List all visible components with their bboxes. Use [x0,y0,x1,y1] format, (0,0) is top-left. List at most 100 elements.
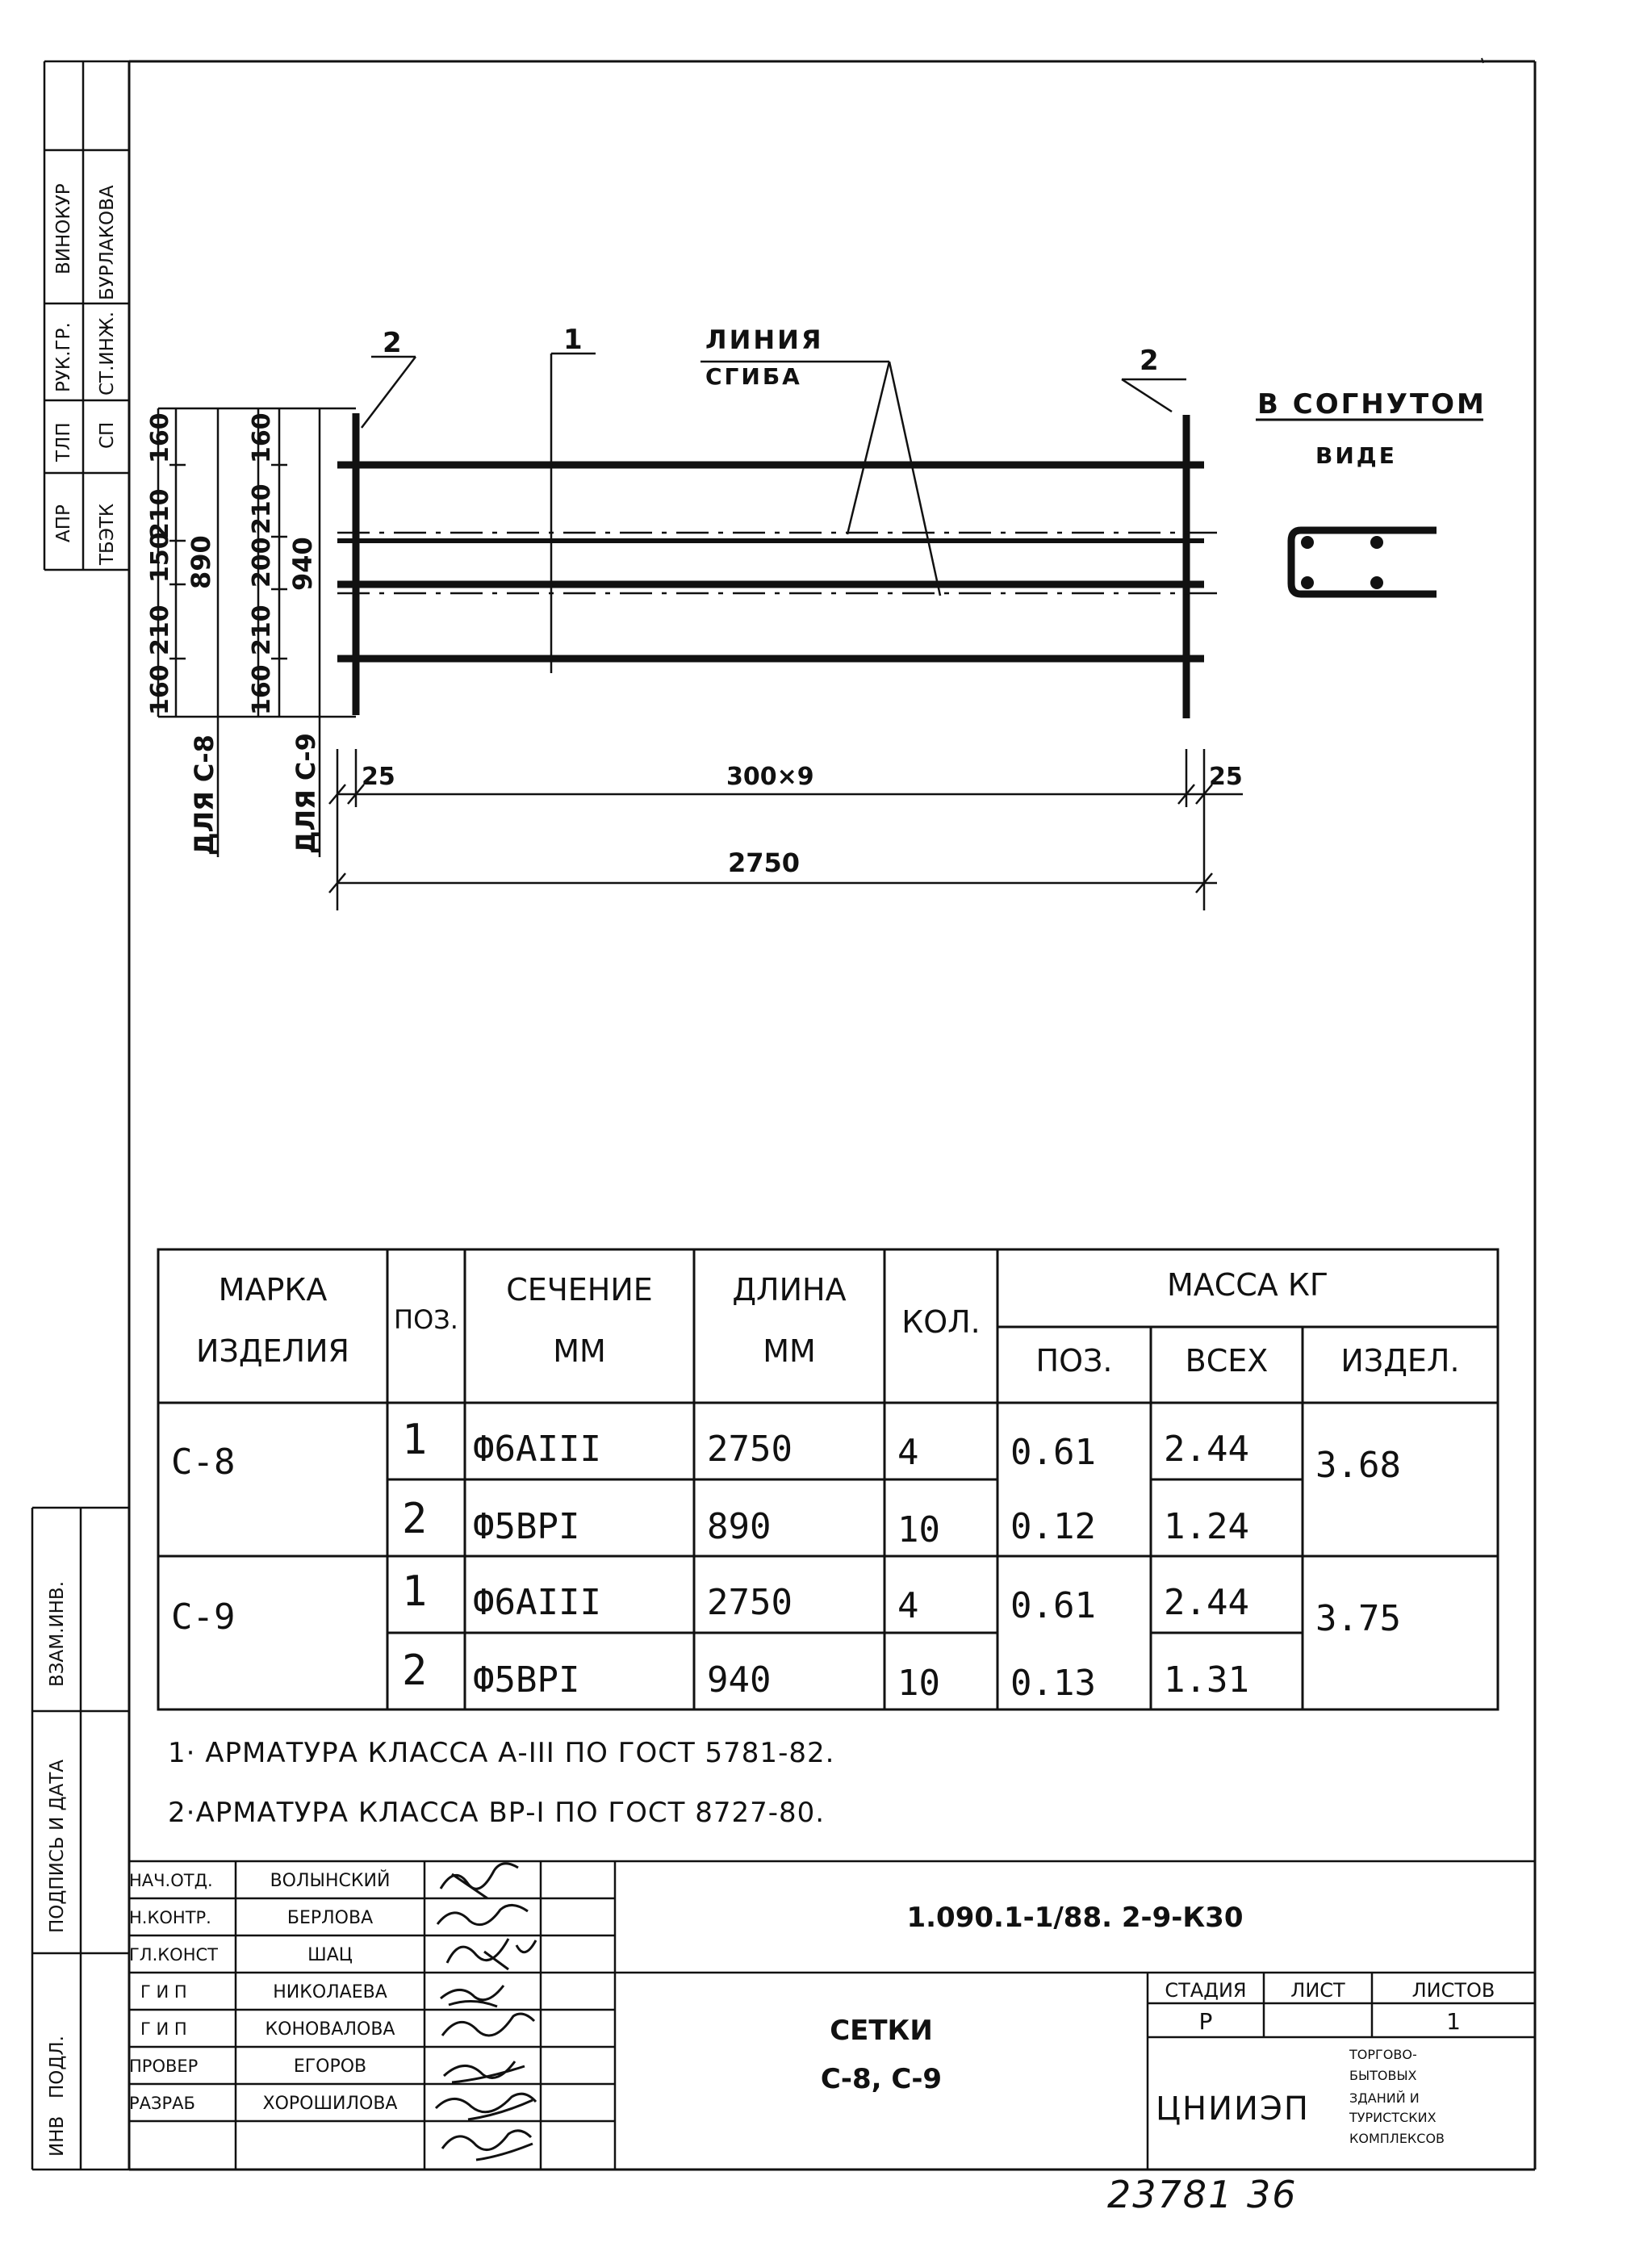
organization-name: ЦНИИЭП [1156,2090,1310,2128]
c8-row1-section: Ф6АIII [473,1429,601,1470]
organization-note-3: ЗДАНИЙ И [1349,2090,1420,2106]
sheet-frame [128,60,1537,2171]
stage-value: Р [1198,2008,1213,2035]
c8-row1-mass-all: 2.44 [1164,1429,1249,1470]
dim-c8-total: 890 [186,535,216,589]
stage-header: СТАДИЯ [1165,1979,1247,2002]
note-1: 1· АРМАТУРА КЛАССА А-III ПО ГОСТ 5781-82… [168,1737,835,1769]
c9-row2-qty: 10 [897,1663,940,1704]
label-for-c8: ДЛЯ С-8 [189,734,220,856]
c8-row1-length: 2750 [707,1429,792,1470]
signer-name-4: НИКОЛАЕВА [273,1982,387,2002]
header-length-line-2: ММ [763,1333,816,1369]
dim-c8-segment-2: 210 [146,488,174,539]
stamp-inv-label: ИНВ [47,2116,68,2157]
header-mark-line-2: ИЗДЕЛИЯ [196,1333,349,1369]
sheet-title-line-2: С-8, С-9 [820,2063,943,2095]
dim-bar-spacing: 300×9 [726,763,814,791]
position-2-right-callout: 2 [1140,345,1159,377]
stamp-burlakova-label: БУРЛАКОВА [97,185,118,300]
header-length-line-1: ДЛИНА [732,1272,847,1308]
c9-total-mass: 3.75 [1315,1598,1401,1639]
title-block-grid [129,1860,1535,2170]
side-stamp-top [43,60,129,571]
vertical-dimension-lines [157,407,356,857]
document-code: 1.090.1-1/88. 2-9-К30 [906,1902,1244,1934]
position-1-callout: 1 [563,324,583,356]
c9-row2-mass-all: 1.31 [1164,1659,1249,1701]
header-mass-all: ВСЕХ [1185,1343,1269,1379]
stamp-rukgr-label: РУК.ГР. [53,322,74,392]
c8-row2-length: 890 [707,1506,772,1547]
signer-role-4: Г И П [140,1982,187,2002]
handwritten-signatures [434,1862,537,2161]
header-pos: ПОЗ. [394,1304,458,1335]
label-for-c9: ДЛЯ С-9 [291,733,321,854]
header-mass-pos: ПОЗ. [1035,1343,1113,1379]
c9-row2-length: 940 [707,1659,772,1701]
frame-corner-tick [1481,57,1484,64]
stamp-tbetk-label: ТБЭТК [97,504,118,566]
header-section-line-1: СЕЧЕНИЕ [506,1272,653,1308]
mark-c8: С-8 [171,1442,236,1483]
signer-role-2: Н.КОНТР. [129,1908,211,1927]
dim-c8-segment-3: 150 [146,532,174,583]
c9-row1-section: Ф6АIII [473,1582,601,1623]
signer-name-7: ХОРОШИЛОВА [262,2094,398,2114]
organization-note-5: КОМПЛЕКСОВ [1349,2131,1445,2146]
dim-c8-segment-4: 210 [146,605,174,655]
signer-role-7: РАЗРАБ [129,2094,195,2113]
stamp-tlp-label: ТЛП [53,422,74,462]
dim-total-length: 2750 [728,847,800,878]
archive-number: 23781 36 [1107,2173,1298,2216]
c8-row2-mass-all: 1.24 [1164,1506,1249,1547]
mesh-elevation [337,352,1220,718]
dim-left-end: 25 [362,763,395,791]
header-qty: КОЛ. [901,1304,981,1340]
stamp-signature-date-label: ПОДПИСЬ И ДАТА [47,1760,68,1933]
dim-c9-segment-2: 210 [248,483,276,534]
c9-row1-mass-all: 2.44 [1164,1582,1249,1623]
dim-right-end: 25 [1209,763,1243,791]
horizontal-dimension-lines [328,749,1243,910]
stamp-apr-label: АПР [53,504,74,542]
c9-row2-section: Ф5ВРI [473,1659,580,1701]
dim-c8-segment-5: 160 [146,664,174,715]
c8-row2-section: Ф5ВРI [473,1506,580,1547]
c9-row1-mass-pos: 0.61 [1010,1585,1096,1626]
dim-c9-segment-4: 210 [248,605,276,655]
dim-c9-segment-3: 200 [248,537,276,588]
sheets-header: ЛИСТОВ [1411,1979,1495,2002]
sheets-count-value: 1 [1446,2008,1461,2035]
note-2: 2·АРМАТУРА КЛАССА ВР-I ПО ГОСТ 8727-80. [168,1797,826,1829]
c8-row2-qty: 10 [897,1509,940,1550]
sheet-title-line-1: СЕТКИ [830,2015,933,2047]
signer-name-5: КОНОВАЛОВА [265,2019,395,2040]
bent-view-bar-dots [1301,536,1383,589]
signer-name-1: ВОЛЫНСКИЙ [270,1871,391,1891]
c8-row2-mass-pos: 0.12 [1010,1506,1096,1547]
side-stamp-bottom [31,1506,129,2171]
c9-row1-pos: 1 [402,1567,428,1616]
stamp-vinokur-label: ВИНОКУР [53,183,74,274]
signer-role-6: ПРОВЕР [129,2057,199,2076]
spec-table-grid [157,1248,1499,1711]
stamp-vzaminv-label: ВЗАМ.ИНВ. [47,1581,68,1687]
c8-row1-mass-pos: 0.61 [1010,1432,1096,1473]
c9-row2-pos: 2 [402,1647,428,1695]
bend-line-label-2: СГИБА [705,363,802,390]
dim-c8-segment-1: 160 [146,412,174,463]
header-mass: МАССА КГ [1166,1267,1329,1303]
organization-note-2: БЫТОВЫХ [1349,2068,1417,2083]
bent-view-title-1: В СОГНУТОМ [1257,388,1487,421]
header-mark-line-1: МАРКА [218,1272,328,1308]
sheet-header: ЛИСТ [1290,1979,1345,2002]
signer-name-3: ШАЦ [307,1945,353,1965]
bent-view-title-2: ВИДЕ [1315,442,1397,469]
dim-c9-segment-1: 160 [248,412,276,463]
signer-role-5: Г И П [140,2019,187,2039]
c9-row2-mass-pos: 0.13 [1010,1663,1096,1704]
signer-role-1: НАЧ.ОТД. [129,1871,213,1890]
